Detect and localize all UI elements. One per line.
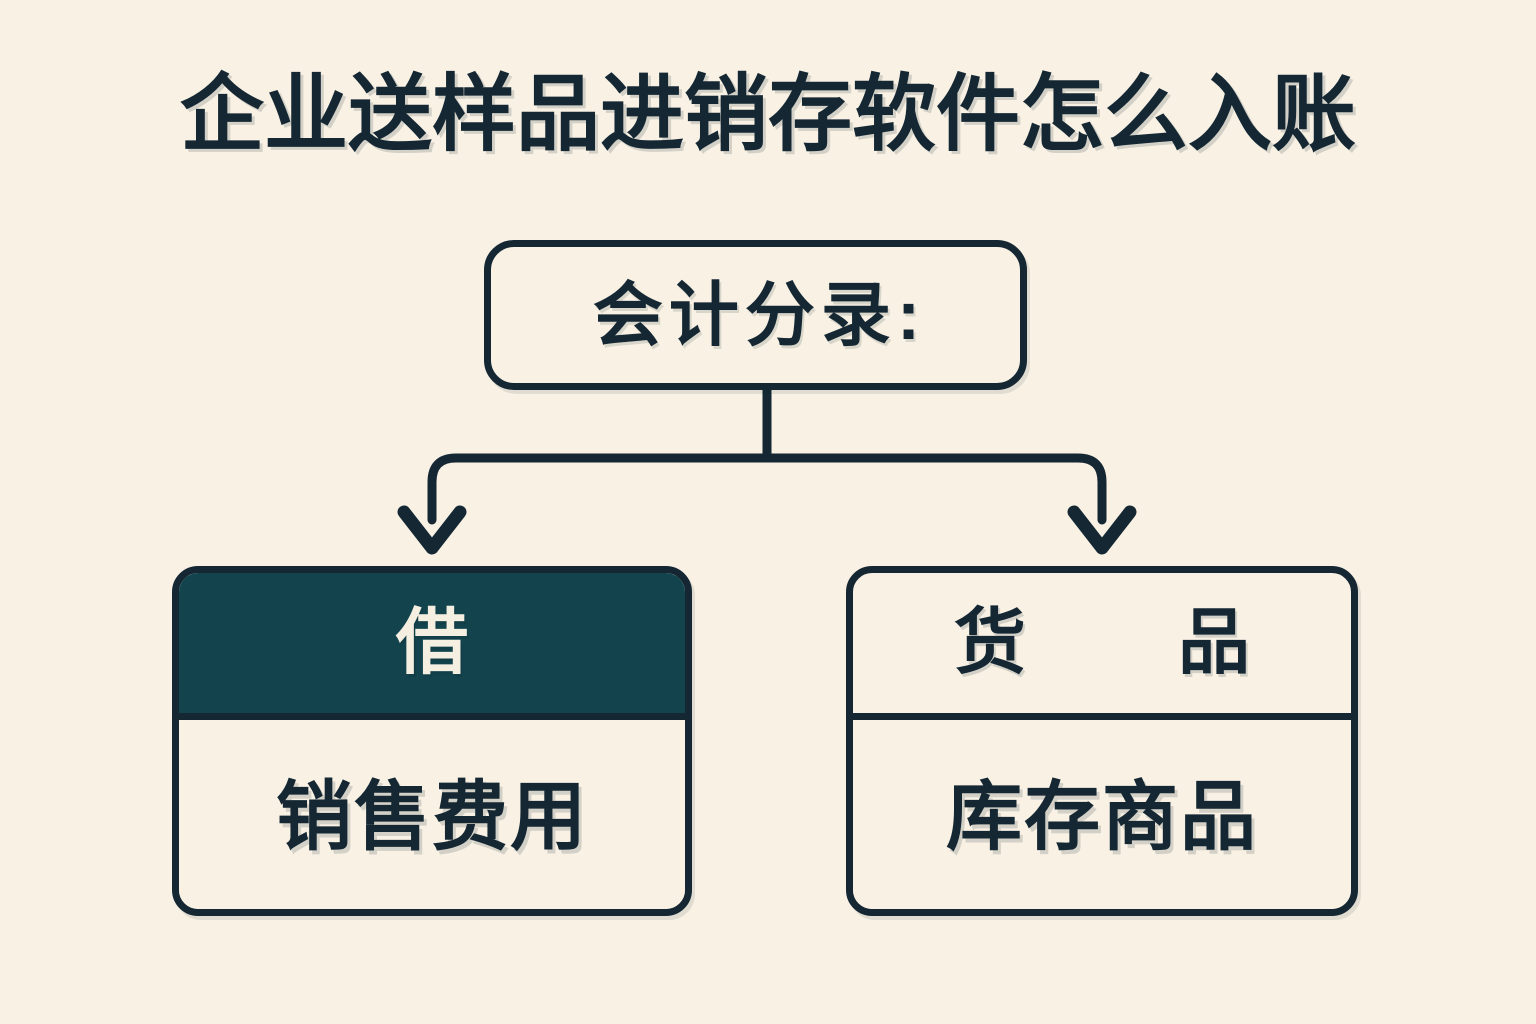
arrow-head-left-icon [397,505,467,555]
page-title: 企业送样品进销存软件怎么入账 [179,67,1356,161]
credit-node-header-label: 货 品 [953,603,1316,683]
credit-node: 货 品 库存商品 [846,566,1358,916]
connector-branch-right [762,453,1107,525]
debit-node-body-label: 销售费用 [276,775,588,860]
debit-node-header-label: 借 [395,603,468,683]
debit-node-body: 销售费用 [179,720,685,909]
credit-node-body: 库存商品 [853,720,1351,909]
arrow-head-right-icon [1067,505,1137,555]
debit-node: 借 销售费用 [172,566,692,916]
accounting-entry-label: 会计分录: [592,276,927,354]
credit-node-header: 货 品 [853,573,1351,720]
accounting-entry-node: 会计分录: [484,240,1027,390]
debit-node-header: 借 [179,573,685,720]
connector-branch-left [427,453,772,525]
credit-node-body-label: 库存商品 [946,775,1258,860]
